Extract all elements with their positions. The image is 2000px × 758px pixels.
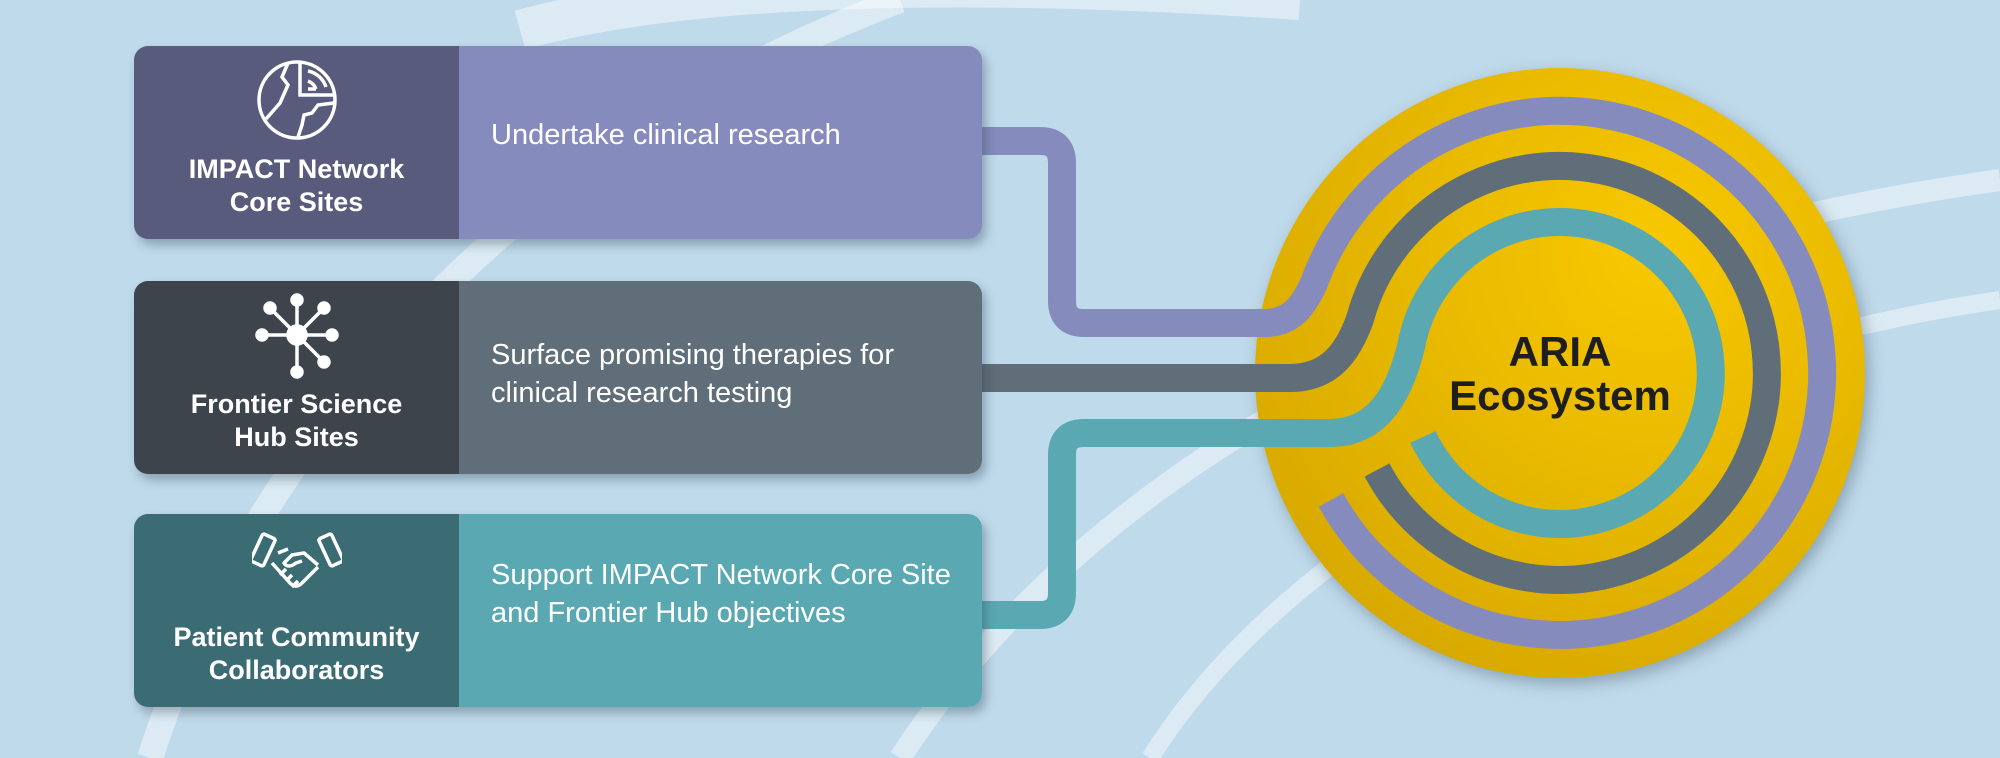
card-description-panel: Surface promising therapies for clinical… (459, 281, 982, 474)
connector-line-teal (975, 207, 1725, 629)
card-description: Surface promising therapies for clinical… (491, 338, 894, 409)
hub-label: ARIA Ecosystem (1410, 330, 1710, 418)
hub-label-line1: ARIA (1508, 328, 1612, 375)
card-description: Support IMPACT Network Core Site and Fro… (491, 559, 951, 629)
card-description-panel: Support IMPACT Network Core Site and Fro… (459, 514, 982, 707)
globe-icon (256, 60, 337, 140)
hub-label-line2: Ecosystem (1449, 372, 1671, 419)
connector-line-grey (975, 151, 1781, 594)
card-description-panel: Undertake clinical research (459, 46, 982, 239)
network-icon (254, 293, 339, 379)
connector-line-purple (975, 96, 1837, 649)
handshake-icon (251, 532, 342, 589)
card-description: Undertake clinical research (491, 119, 841, 151)
